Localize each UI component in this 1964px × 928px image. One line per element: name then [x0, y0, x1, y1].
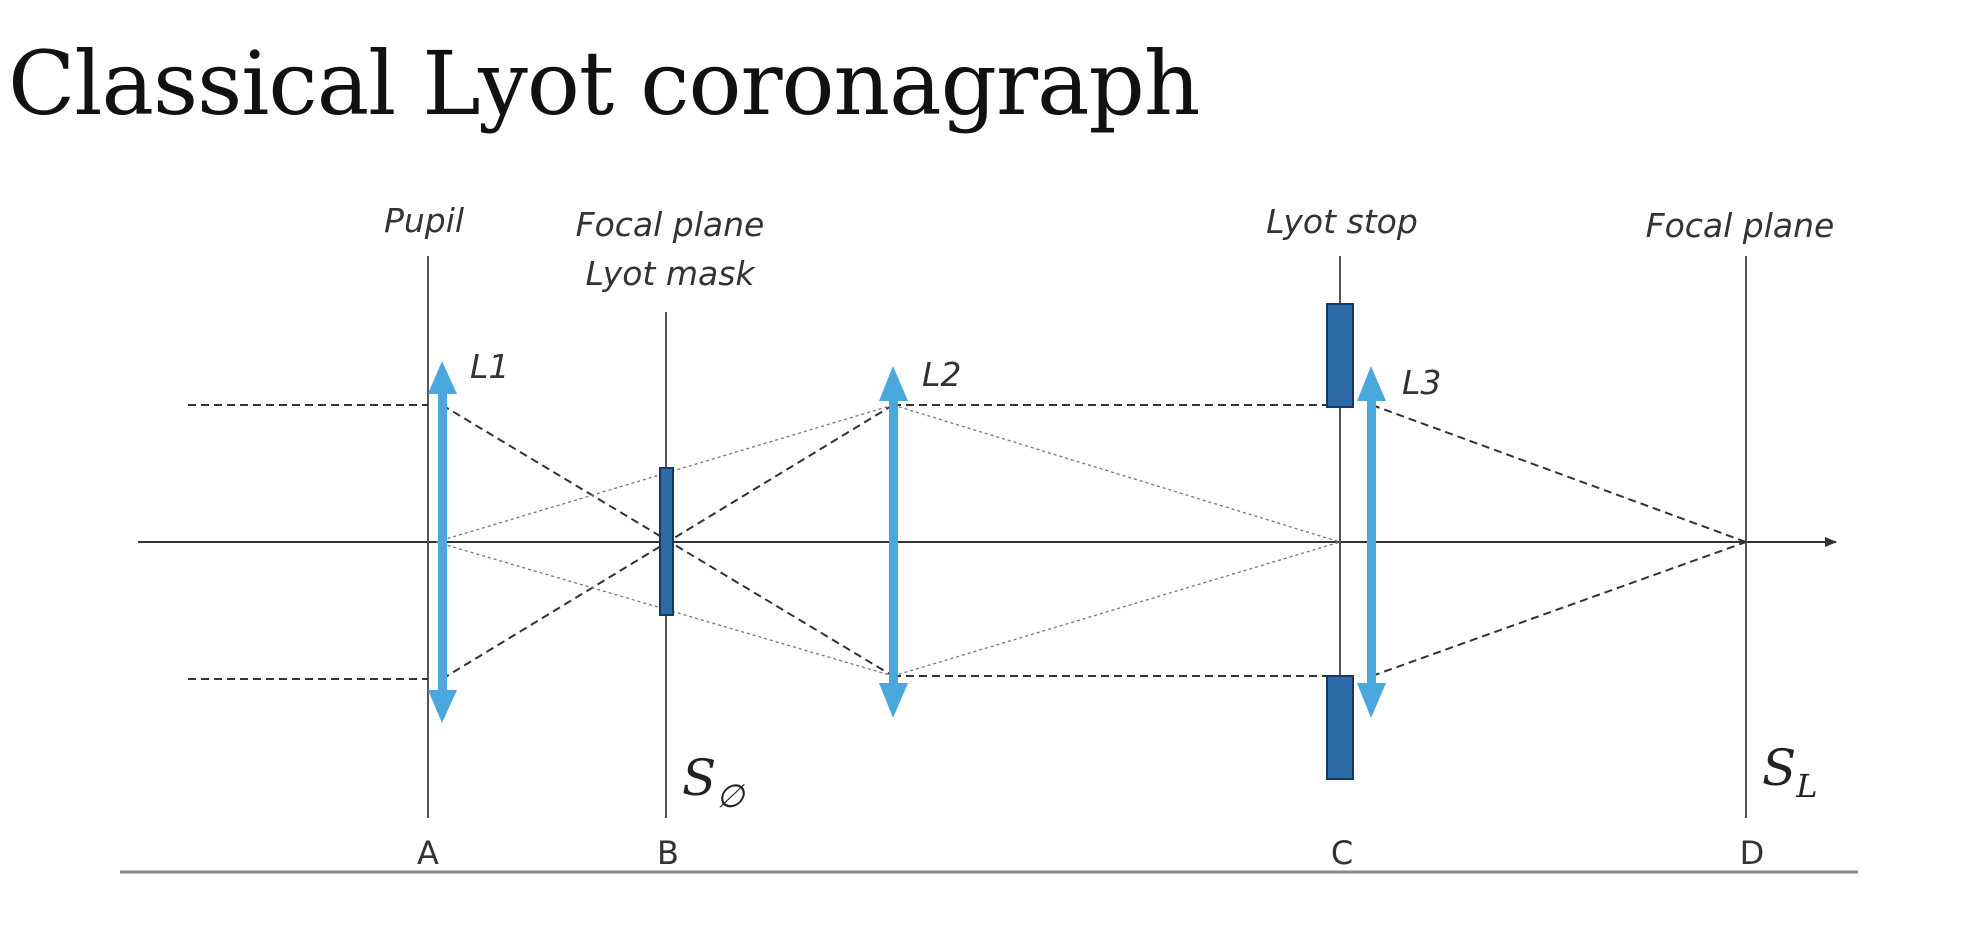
point-c: C: [1331, 834, 1353, 872]
label-focal-plane-mask: Focal plane: [576, 205, 765, 244]
lyot-stop-top: [1326, 303, 1354, 408]
lyot-stop-bottom: [1326, 675, 1354, 780]
symbol-s-l: SL: [1762, 739, 1818, 805]
lens-l3-icon: [1357, 366, 1386, 718]
symbol-s-phi: S∅: [682, 749, 746, 815]
lyot-mask: [659, 467, 674, 616]
label-l2: L2: [922, 355, 961, 394]
pupil-ray-a-top: [435, 404, 894, 543]
lens-l2-icon: [879, 366, 908, 718]
label-l1: L1: [470, 347, 509, 386]
label-l3: L3: [1402, 363, 1441, 402]
pupil-ray-c-bottom: [892, 541, 1341, 677]
pupil-ray-a-bottom: [435, 541, 894, 677]
page-title: Classical Lyot coronagraph: [8, 32, 1201, 135]
label-lyot-stop: Lyot stop: [1266, 202, 1418, 241]
pupil-ray-c-top: [892, 404, 1341, 543]
point-b: B: [657, 834, 679, 872]
label-focal-plane: Focal plane: [1646, 206, 1835, 245]
point-d: D: [1740, 834, 1765, 872]
lens-l1-icon: [428, 361, 457, 723]
label-pupil: Pupil: [384, 201, 464, 240]
point-a: A: [417, 834, 439, 872]
ray-l3-top-to-focus: [1371, 404, 1747, 543]
ray-l3-bottom-to-focus: [1371, 541, 1747, 677]
label-lyot-mask: Lyot mask: [585, 254, 756, 293]
